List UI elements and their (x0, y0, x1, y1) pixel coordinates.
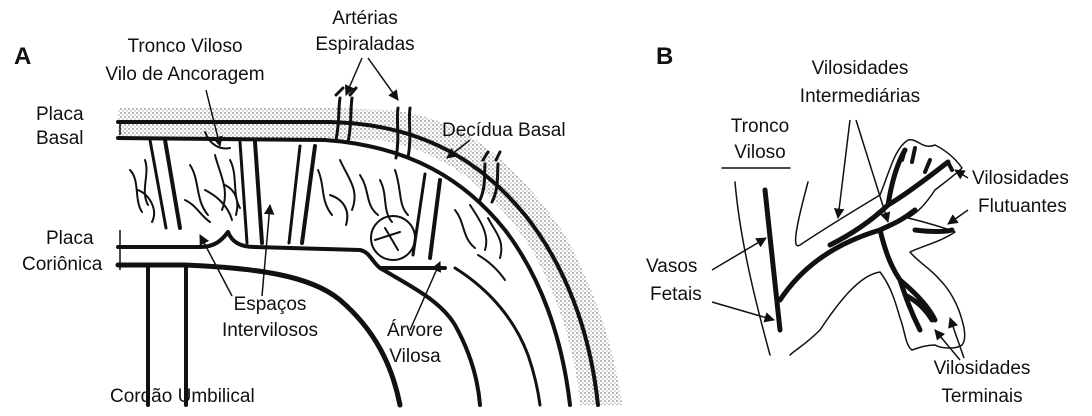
label-espiraladas: Espiraladas (295, 34, 435, 56)
label-vilosidades-term-2: Terminais (912, 386, 1052, 408)
label-vasos: Vasos (646, 256, 697, 278)
label-vilosidades-term-1: Vilosidades (912, 358, 1052, 380)
label-espacos: Espaços (210, 294, 330, 316)
label-fetais: Fetais (650, 284, 702, 306)
label-vilosidades-inter-2: Intermediárias (775, 86, 945, 108)
panel-b-letter: B (656, 46, 673, 68)
label-arterias: Artérias (300, 8, 430, 30)
label-tronco: Tronco (715, 116, 805, 138)
label-placa-basal-2: Basal (36, 128, 84, 150)
label-vilosa: Vilosa (365, 346, 465, 368)
label-decidua-basal: Decídua Basal (442, 120, 566, 142)
label-placa-basal-1: Placa (36, 104, 84, 126)
fetal-vessel-trunk (765, 150, 952, 330)
label-placa-corionica-1: Placa (46, 228, 94, 250)
label-vilosidades-inter-1: Vilosidades (780, 58, 940, 80)
label-vilo-ancoragem: Vilo de Ancoragem (70, 64, 300, 86)
panel-a-letter: A (14, 46, 31, 68)
label-vilosidades-flut-2: Flutuantes (978, 196, 1067, 218)
label-tronco-viloso: Tronco Viloso (90, 36, 280, 58)
label-intervilosos: Intervilosos (200, 320, 340, 342)
label-viloso: Viloso (715, 142, 805, 164)
label-cordao-umbilical: Cordão Umbilical (110, 386, 255, 408)
label-vilosidades-flut-1: Vilosidades (972, 168, 1069, 190)
label-arvore: Árvore (365, 320, 465, 342)
umbilical-cord (148, 268, 186, 405)
label-placa-corionica-2: Coriônica (22, 254, 102, 276)
